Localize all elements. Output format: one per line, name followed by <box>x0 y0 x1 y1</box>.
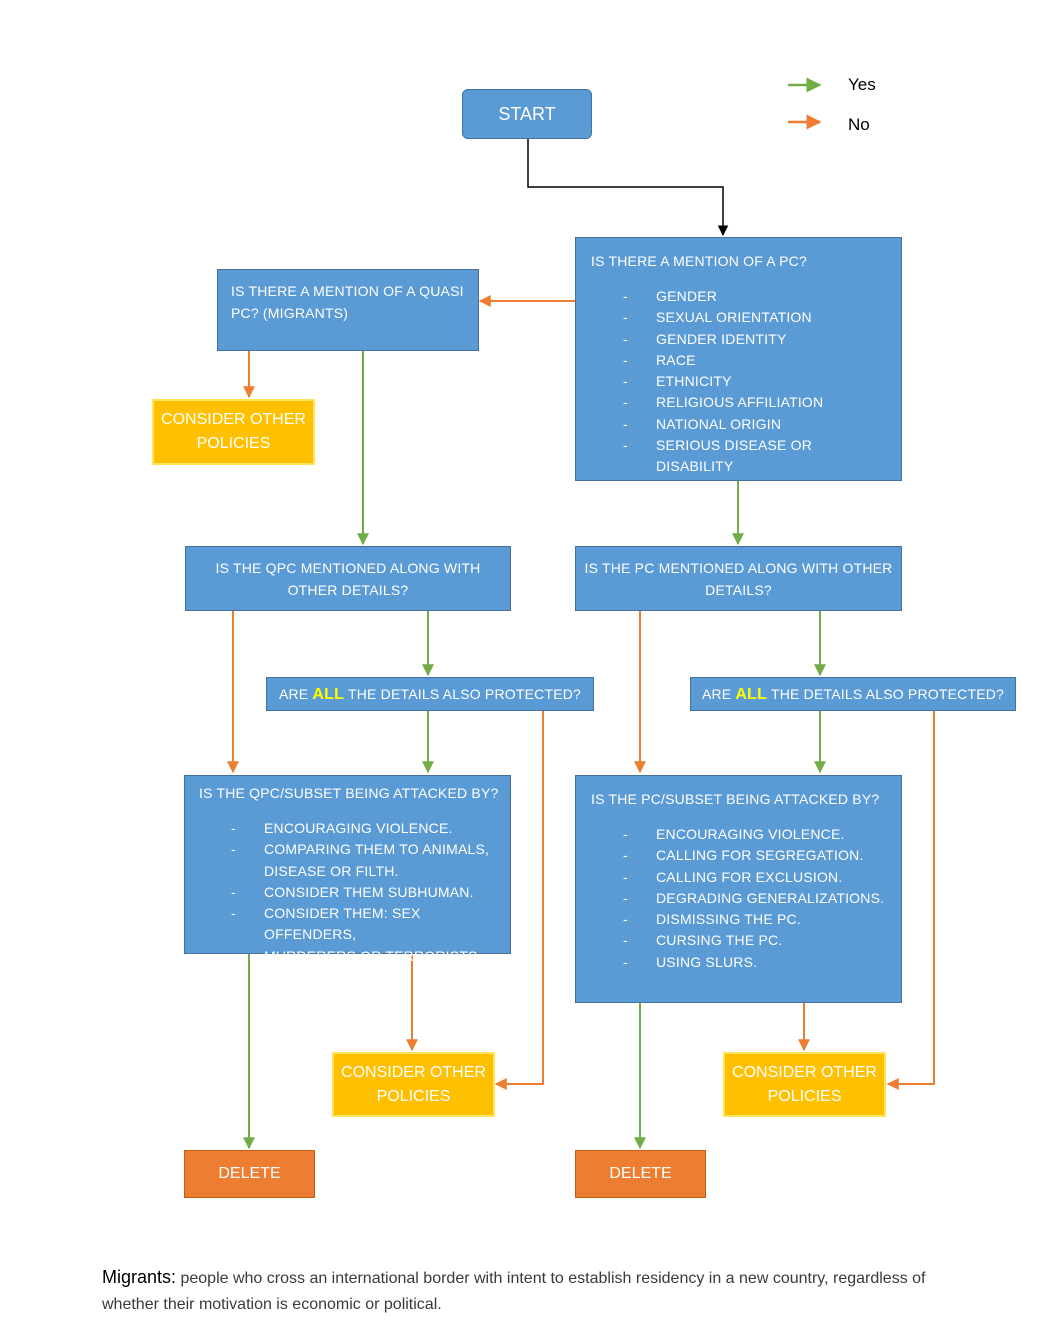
pc-details-line1: IS THE PC MENTIONED ALONG WITH OTHER <box>584 559 893 576</box>
qpc-attack-node: IS THE QPC/SUBSET BEING ATTACKED BY? ENC… <box>184 775 511 964</box>
qpc-attack-item-cont: DISEASE OR FILTH. <box>264 862 399 879</box>
pc-list-item: ETHNICITY <box>591 371 891 393</box>
consider-line1: CONSIDER OTHER <box>732 1063 877 1081</box>
qpc-attack-item: ENCOURAGING VIOLENCE. <box>199 818 500 840</box>
pc-list-item: GENDER IDENTITY <box>591 329 891 351</box>
pc-question-node: IS THERE A MENTION OF A PC? GENDER SEXUA… <box>575 237 902 481</box>
footnote-text: people who cross an international border… <box>102 1270 926 1313</box>
pc-attack-item: DEGRADING GENERALIZATIONS. <box>591 888 891 910</box>
arrow-all-right-to-consider <box>886 711 935 1090</box>
pc-attack-title: IS THE PC/SUBSET BEING ATTACKED BY? <box>591 791 880 807</box>
pc-details-node: IS THE PC MENTIONED ALONG WITH OTHER DET… <box>575 546 902 611</box>
pc-list-item: RELIGIOUS AFFILIATION <box>591 392 891 414</box>
pc-list-item: SEXUAL ORIENTATION <box>591 307 891 329</box>
all-protected-pre: ARE <box>278 685 313 702</box>
start-label: START <box>498 103 556 124</box>
legend-yes-label: Yes <box>848 75 876 94</box>
footnote-term: Migrants: <box>102 1267 177 1287</box>
qpc-details-line2: OTHER DETAILS? <box>287 581 409 598</box>
consider-other-policies-mid-left: CONSIDER OTHER POLICIES <box>332 1052 495 1117</box>
delete-right-node: DELETE <box>575 1150 706 1198</box>
qpc-attack-item: COMPARING THEM TO ANIMALS, <box>199 839 500 861</box>
consider-line1: CONSIDER OTHER <box>341 1063 486 1081</box>
pc-details-line2: DETAILS? <box>705 581 772 598</box>
all-protected-post: THE DETAILS ALSO PROTECTED? <box>767 685 1005 702</box>
pc-attack-item: DISMISSING THE PC. <box>591 909 891 931</box>
legend-no-label: No <box>848 115 870 134</box>
pc-list-item: RACE <box>591 350 891 372</box>
pc-list-item: NATIONAL ORIGIN <box>591 414 891 436</box>
footnote: Migrants: people who cross an internatio… <box>102 1264 962 1318</box>
all-protected-left-node: ARE ALL THE DETAILS ALSO PROTECTED? <box>266 677 594 711</box>
all-emphasis: ALL <box>735 685 768 703</box>
qpc-question-line1: IS THERE A MENTION OF A QUASI <box>231 283 464 299</box>
qpc-attack-item: CONSIDER THEM: SEX OFFENDERS, <box>199 903 500 946</box>
pc-list: GENDER SEXUAL ORIENTATION GENDER IDENTIT… <box>591 286 891 478</box>
qpc-details-node: IS THE QPC MENTIONED ALONG WITH OTHER DE… <box>185 546 511 611</box>
pc-attack-item: ENCOURAGING VIOLENCE. <box>591 824 891 846</box>
qpc-attack-item-cont: MURDERERS OR TERRORISTS <box>264 947 478 964</box>
qpc-details-line1: IS THE QPC MENTIONED ALONG WITH <box>215 559 481 576</box>
pc-attack-item: USING SLURS. <box>591 952 891 974</box>
consider-line2: POLICIES <box>767 1087 842 1105</box>
arrow-start-to-pc <box>527 139 729 237</box>
pc-attack-item: CALLING FOR EXCLUSION. <box>591 867 891 889</box>
qpc-question-line2: PC? (MIGRANTS) <box>231 305 349 321</box>
all-emphasis: ALL <box>312 685 345 703</box>
pc-attack-item: CALLING FOR SEGREGATION. <box>591 845 891 867</box>
pc-attack-item: CURSING THE PC. <box>591 930 891 952</box>
pc-question-title: IS THERE A MENTION OF A PC? <box>591 253 807 269</box>
pc-list-item: SERIOUS DISEASE OR DISABILITY <box>591 435 891 478</box>
start-node: START <box>462 89 592 139</box>
pc-attack-list: ENCOURAGING VIOLENCE. CALLING FOR SEGREG… <box>591 824 891 973</box>
all-protected-post: THE DETAILS ALSO PROTECTED? <box>344 685 582 702</box>
consider-other-policies-mid-right: CONSIDER OTHER POLICIES <box>723 1052 886 1117</box>
arrow-all-left-to-consider <box>494 711 544 1090</box>
delete-label: DELETE <box>218 1165 281 1182</box>
all-protected-pre: ARE <box>701 685 736 702</box>
consider-line2: POLICIES <box>196 435 271 452</box>
all-protected-right-node: ARE ALL THE DETAILS ALSO PROTECTED? <box>690 677 1016 711</box>
qpc-question-node: IS THERE A MENTION OF A QUASI PC? (MIGRA… <box>217 269 479 351</box>
consider-line1: CONSIDER OTHER <box>161 411 306 428</box>
pc-attack-node: IS THE PC/SUBSET BEING ATTACKED BY? ENCO… <box>575 775 902 1003</box>
consider-other-policies-left-top: CONSIDER OTHER POLICIES <box>152 399 315 465</box>
qpc-attack-title: IS THE QPC/SUBSET BEING ATTACKED BY? <box>199 785 499 801</box>
consider-line2: POLICIES <box>376 1087 451 1105</box>
qpc-attack-list: ENCOURAGING VIOLENCE. COMPARING THEM TO … <box>199 818 500 967</box>
qpc-attack-item: CONSIDER THEM SUBHUMAN. <box>199 882 500 904</box>
delete-left-node: DELETE <box>184 1150 315 1198</box>
pc-list-item: GENDER <box>591 286 891 308</box>
delete-label: DELETE <box>609 1165 672 1182</box>
